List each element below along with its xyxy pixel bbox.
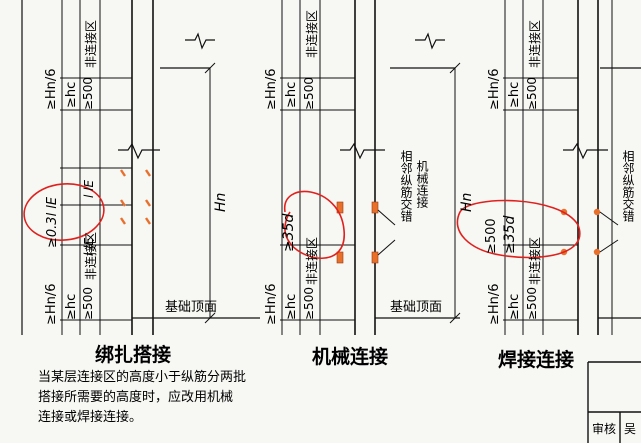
lap-hc-top: ≥hc [64,81,79,108]
weld-hc-top: ≥hc [507,81,522,108]
lap-gap: ≥0.3l lE [45,196,60,248]
weld-35d: ≥35d [502,215,518,254]
mech-hc-top: ≥hc [284,81,299,108]
mech-hc-bottom: ≥hc [284,293,299,320]
note-line-2: 搭接所需要的高度时，应改用机械 [38,390,234,405]
weld-hc-bottom: ≥hc [507,293,522,320]
pointer-lines [377,209,619,256]
lap-nonsplice-bottom: 非连接区 [84,231,98,280]
lap-hn6-bottom: ≥Hn/6 [44,283,59,325]
weld-500-top: ≥500 [525,77,539,110]
lap-title: 绑扎搭接 [95,344,172,366]
mech-500-bottom: ≥500 [302,287,316,320]
red-annotations [23,183,581,259]
mech-hn-label: Hn [459,192,475,212]
mech-hn6-top: ≥Hn/6 [264,68,279,110]
note-line-3: 连接或焊接连接。 [38,410,143,425]
weld-hn6-top: ≥Hn/6 [487,68,502,110]
weld-500-bottom: ≥500 [525,287,539,320]
mech-500-top: ≥500 [302,77,316,110]
title-block-review: 审核 [592,422,617,436]
mechanical-title: 机械连接 [312,346,389,368]
lap-nonsplice-top: 非连接区 [84,19,98,68]
title-block-reviewer: 吴 [624,422,637,436]
lap-500-top: ≥500 [81,77,95,110]
welded-title: 焊接连接 [498,349,575,371]
mech-adjacent-note: 相邻纵筋交错 [399,150,413,222]
mech-nonsplice-top: 非连接区 [305,9,319,58]
weld-adjacent-note: 相邻纵筋交错 [621,150,635,222]
mech-adjacent-note-2: 机械连接 [415,160,429,208]
weld-500-mid: ≥500 [484,218,499,254]
lap-500-bottom: ≥500 [81,287,95,320]
lap-foundation-top: 基础顶面 [165,300,218,315]
weld-nonsplice-top: 非连接区 [528,19,542,68]
break-symbols [118,32,608,160]
lap-hc-bottom: ≥hc [64,293,79,320]
sheet-frame [587,0,641,443]
splice-note: 当某层连接区的高度小于纵筋分两批 搭接所需要的高度时，应改用机械 连接或焊接连接… [38,368,246,428]
lap-hn6-top: ≥Hn/6 [44,68,59,110]
lap-splice-marks [120,169,151,225]
welded-column [577,0,599,335]
left-dimension-ticks [60,0,578,335]
lap-hn-label: Hn [213,192,229,212]
mech-hn6-bottom: ≥Hn/6 [264,283,279,325]
hn-dimension [204,62,461,324]
foundation-lines [132,67,641,319]
mechanical-column [354,0,376,335]
note-line-1: 当某层连接区的高度小于纵筋分两批 [38,370,247,385]
mech-foundation-top: 基础顶面 [390,300,443,315]
mech-35d: ≥35d [281,213,297,252]
lap-lle-upper: l lE [82,179,96,198]
weld-nonsplice-bottom: 非连接区 [528,236,542,285]
weld-hn6-bottom: ≥Hn/6 [487,283,502,325]
mech-nonsplice-bottom: 非连接区 [305,236,319,285]
mechanical-couplers [336,201,379,264]
